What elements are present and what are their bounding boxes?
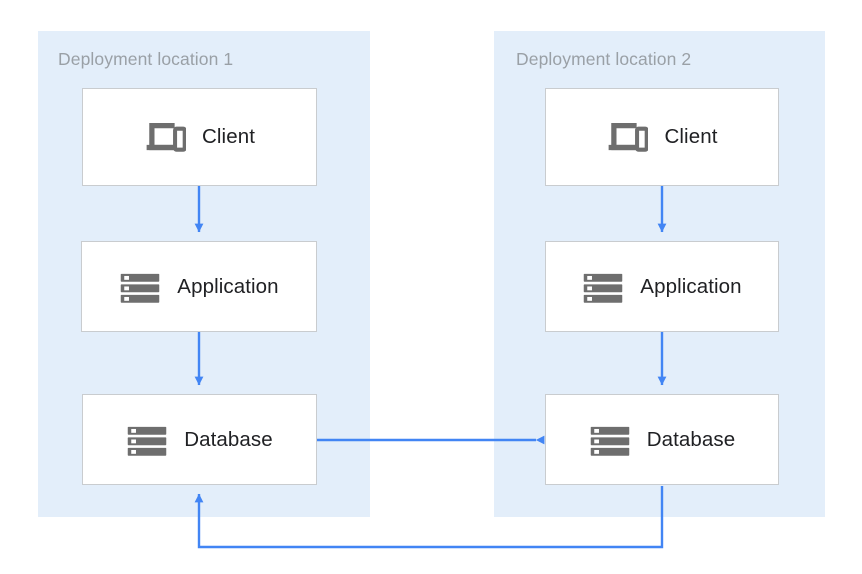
zone-label-deployment-location-1: Deployment location 1 xyxy=(58,49,234,69)
node-database-2[interactable]: Database xyxy=(545,394,779,485)
node-label-application-2: Application xyxy=(640,274,742,298)
node-label-application-1: Application xyxy=(177,274,279,298)
node-client-1[interactable]: Client xyxy=(82,88,317,186)
devices-icon xyxy=(146,123,186,152)
node-label-database-2: Database xyxy=(646,427,736,451)
node-label-client-1: Client xyxy=(201,125,255,148)
server-icon xyxy=(121,273,160,303)
zone-label-deployment-location-2: Deployment location 2 xyxy=(516,49,692,69)
node-label-database-1: Database xyxy=(184,427,273,451)
server-icon xyxy=(584,273,623,303)
server-icon xyxy=(127,426,167,456)
node-label-client-2: Client xyxy=(664,125,718,148)
devices-icon xyxy=(609,123,649,152)
node-application-1[interactable]: Application xyxy=(81,241,317,332)
server-icon xyxy=(590,426,629,456)
node-database-1[interactable]: Database xyxy=(82,394,317,485)
node-client-2[interactable]: Client xyxy=(545,88,779,186)
node-application-2[interactable]: Application xyxy=(545,241,779,332)
